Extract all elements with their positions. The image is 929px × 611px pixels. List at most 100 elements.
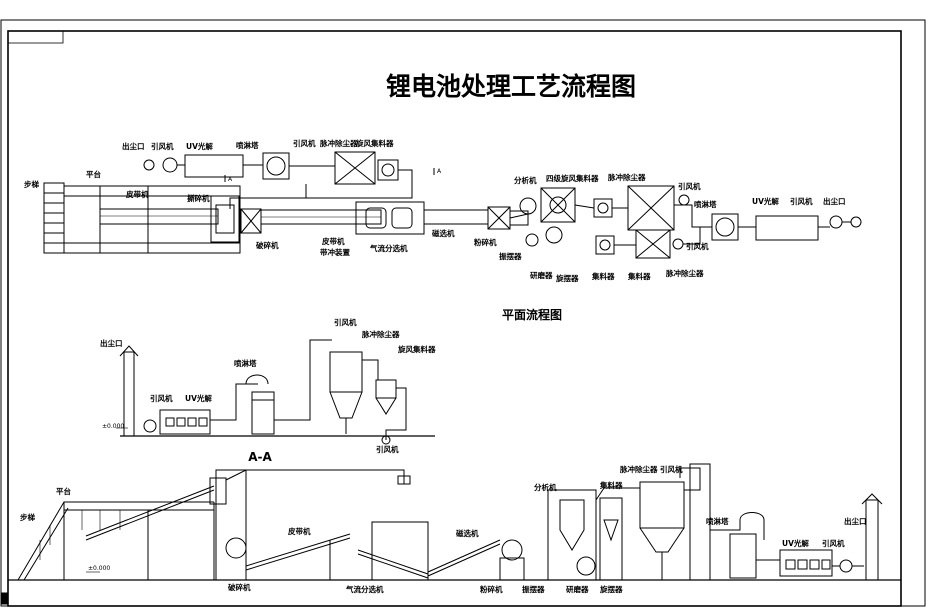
outer-frame (0, 19, 926, 607)
label-plan-classifier: 分析机 (514, 175, 537, 185)
label-section-fan: 引风机 (150, 393, 173, 403)
label-plan-dust-outlet-right: 出尘口 (823, 196, 846, 206)
section-uv (159, 409, 211, 435)
elevation-mag-separator (501, 539, 523, 561)
label-elev-spray: 喷淋塔 (706, 516, 729, 526)
label-elev-uv: UV光解 (782, 538, 809, 548)
plan-view (43, 151, 862, 259)
label-plan-air-sep: 气流分选机 (369, 243, 408, 253)
section-cyclone (375, 379, 397, 399)
elevation-spray-tower (729, 533, 757, 579)
plan-belt-mag (423, 209, 489, 225)
label-plan-pulse-right2: 脉冲除尘器 (665, 268, 704, 278)
elevation-duct-top (225, 469, 405, 484)
label-plan-section-a: A (437, 168, 442, 175)
label-plan-fan-left: 引风机 (151, 141, 174, 151)
plan-crusher (210, 195, 240, 243)
section-caption: A-A (248, 450, 272, 464)
label-section-pulse: 脉冲除尘器 (361, 329, 400, 339)
label-plan-fan-right3: 引风机 (790, 196, 813, 206)
plan-belt-upper (99, 208, 219, 225)
label-plan-cyclone-left: 旋风集料器 (355, 138, 394, 148)
label-plan-belt-lower2: 带冲装置 (320, 247, 350, 257)
label-elev-dust-outlet: 出尘口 (844, 516, 867, 526)
label-section-spray: 喷淋塔 (234, 358, 257, 368)
section-pulse (329, 351, 363, 393)
section-view (116, 339, 435, 445)
label-plan-stairs: 步梯 (24, 179, 39, 189)
label-elev-grinder: 研磨器 (566, 584, 589, 594)
plan-caption: 平面流程图 (502, 307, 562, 322)
plan-dust-outlet (143, 159, 155, 171)
label-plan-spray-left: 喷淋塔 (236, 140, 259, 150)
plan-fan-right2 (672, 238, 684, 250)
label-elev-spiral: 旋摆器 (599, 584, 623, 594)
elevation-uv (779, 549, 833, 577)
elevation-crusher (215, 469, 247, 581)
label-elev-collector: 集料器 (599, 480, 623, 490)
label-elev-classifier: 分析机 (534, 482, 557, 492)
label-plan-collector2: 集料器 (627, 271, 651, 281)
plan-cyclone-left (377, 159, 399, 181)
label-plan-spray-right: 喷淋塔 (694, 199, 717, 209)
elevation-grinder (576, 556, 596, 576)
label-plan-belt-lower: 皮带机 (321, 236, 345, 246)
plan-fan-right (678, 194, 690, 206)
label-elev-platform: 平台 (56, 486, 71, 496)
label-elev-vibrator: 振摆器 (522, 584, 545, 594)
label-elev-air-sep: 气流分选机 (345, 584, 384, 594)
elevation-view (8, 463, 901, 581)
label-plan-grinder: 研磨器 (530, 270, 553, 280)
label-plan-fan-right: 引风机 (678, 181, 701, 191)
corner-box (7, 30, 64, 44)
label-plan-belt-upper: 皮带机 (125, 189, 149, 199)
plan-vibrator (525, 233, 539, 247)
label-elev-fan: 引风机 (660, 464, 683, 474)
plan-platform (63, 185, 241, 254)
label-plan-uv-right: UV光解 (752, 196, 779, 206)
elevation-air-separator (371, 521, 429, 581)
plan-fan-left (162, 157, 178, 173)
label-plan-fan-mid: 引风机 (293, 138, 316, 148)
section-dust-outlet (123, 351, 135, 437)
label-section-fan-top: 引风机 (334, 317, 357, 327)
section-spray-tower (251, 391, 275, 435)
elevation-belt-mag (427, 539, 501, 577)
label-plan-collector1: 集料器 (591, 271, 615, 281)
label-section-elevation: ±0.000 (102, 423, 124, 430)
label-plan-shredder: 撕碎机 (187, 193, 210, 203)
plan-collector1 (595, 235, 615, 255)
elevation-pulse (639, 481, 685, 529)
frame-block (0, 593, 8, 605)
label-plan-dust-outlet: 出尘口 (122, 141, 145, 151)
label-plan-spiral: 旋摆器 (555, 273, 579, 283)
plan-grinder (545, 226, 563, 244)
label-plan-uv-left: UV光解 (186, 141, 213, 151)
elevation-classifier (547, 489, 597, 581)
elevation-collector (599, 497, 623, 581)
plan-uv-right (755, 215, 819, 241)
elevation-belt (245, 533, 351, 571)
label-elev-pulse: 脉冲除尘器 (619, 464, 658, 474)
plan-pulse-right2 (635, 229, 671, 259)
elevation-belt-incline (85, 485, 215, 541)
elevation-fan2 (839, 559, 853, 573)
label-plan-fan-right2: 引风机 (686, 241, 709, 251)
elevation-fan-duct (689, 463, 711, 581)
label-elev-elevation: ±0.000 (88, 565, 110, 572)
label-plan-vibrator: 振摆器 (499, 251, 522, 261)
label-plan-pulverizer: 粉碎机 (474, 237, 497, 247)
inner-frame (7, 30, 902, 607)
label-plan-pulse-right: 脉冲除尘器 (607, 172, 646, 182)
label-plan-crusher: 破碎机 (256, 240, 279, 250)
label-elev-belt: 皮带机 (287, 526, 311, 536)
label-plan-four-cyclone: 四级旋风集料器 (546, 173, 599, 183)
plan-uv-left (184, 154, 244, 178)
label-plan-mag-sep: 磁选机 (432, 228, 455, 238)
elevation-pulverizer (499, 557, 525, 581)
section-fan-bottom (381, 435, 391, 445)
section-fan (143, 419, 157, 433)
label-plan-section-a2: A (228, 176, 233, 183)
